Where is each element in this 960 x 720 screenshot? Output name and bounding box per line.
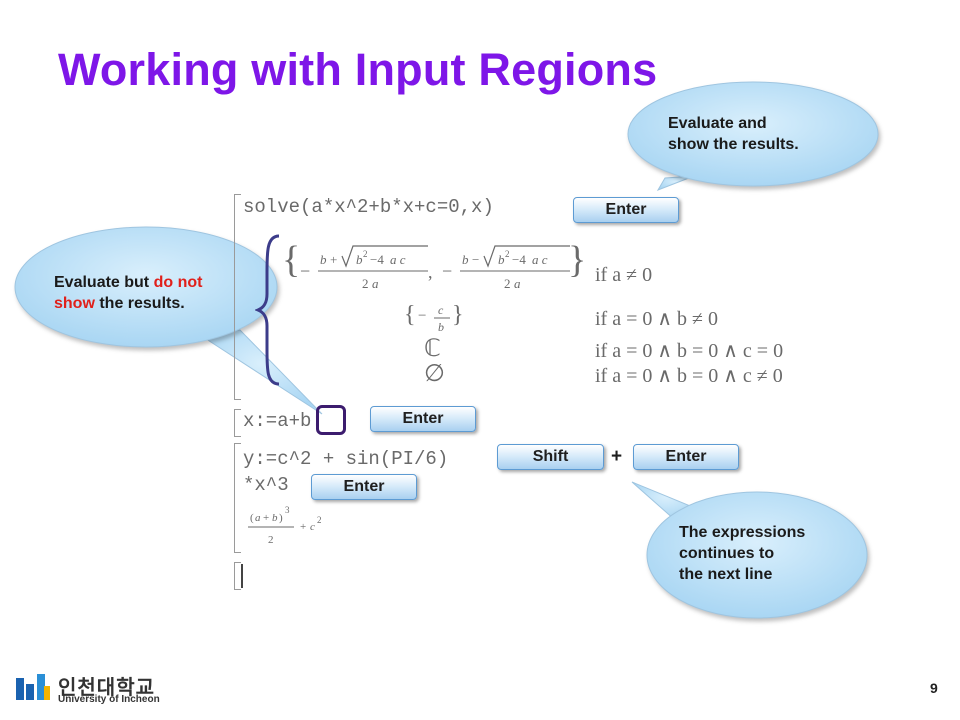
svg-text:−4: −4 bbox=[512, 252, 526, 267]
slide-title: Working with Input Regions bbox=[58, 44, 658, 95]
empty-set-symbol: ∅ bbox=[424, 361, 445, 387]
svg-text:b: b bbox=[356, 252, 363, 267]
callout-continue-text: The expressions continues to the next li… bbox=[679, 522, 805, 585]
case3-condition: if a = 0 ∧ b = 0 ∧ c = 0 bbox=[595, 340, 784, 362]
enter-key-assign[interactable]: Enter bbox=[370, 406, 476, 432]
y-output-expression: ( a + b ) 3 2 + c 2 bbox=[248, 505, 322, 546]
svg-text:−4: −4 bbox=[370, 252, 384, 267]
comma: , bbox=[428, 262, 433, 282]
svg-text:2: 2 bbox=[317, 515, 322, 525]
plus-sign: + bbox=[611, 446, 623, 467]
enter-key-y[interactable]: Enter bbox=[633, 444, 739, 470]
page-number: 9 bbox=[930, 680, 938, 696]
case4-condition: if a = 0 ∧ b = 0 ∧ c ≠ 0 bbox=[595, 365, 783, 387]
case2-condition: if a = 0 ∧ b ≠ 0 bbox=[595, 308, 718, 330]
enter-key-continue[interactable]: Enter bbox=[311, 474, 417, 500]
callout-evaluate-hide-text: Evaluate but do not show the results. bbox=[54, 272, 202, 314]
svg-text:+: + bbox=[263, 512, 269, 524]
svg-text:c: c bbox=[310, 521, 315, 533]
university-name-english: University of Incheon bbox=[58, 694, 160, 705]
case1-condition: if a ≠ 0 bbox=[595, 264, 653, 286]
svg-text:b: b bbox=[498, 252, 505, 267]
svg-text:a: a bbox=[514, 276, 521, 291]
complex-numbers-symbol: ℂ bbox=[424, 336, 441, 362]
svg-text:2: 2 bbox=[362, 276, 369, 291]
callout-line: show the results. bbox=[668, 136, 799, 153]
svg-text:c: c bbox=[438, 303, 444, 317]
svg-text:a c: a c bbox=[532, 252, 548, 267]
svg-text:(: ( bbox=[250, 512, 254, 524]
region-bracket-y bbox=[234, 443, 241, 553]
set-brace-open: { bbox=[282, 239, 301, 281]
minus-sign: − bbox=[300, 261, 311, 281]
set-brace-close: } bbox=[568, 239, 587, 281]
svg-text:b: b bbox=[438, 320, 444, 334]
set-brace-open: { bbox=[404, 302, 416, 328]
assign-input[interactable]: x:=a+b: bbox=[243, 410, 323, 432]
svg-text:2: 2 bbox=[363, 249, 368, 259]
callout-line: The expressions bbox=[679, 524, 806, 541]
solve-input[interactable]: solve(a*x^2+b*x+c=0,x) bbox=[243, 196, 494, 218]
minus-sign: − bbox=[442, 261, 453, 281]
callout-evaluate-show-text: Evaluate and show the results. bbox=[668, 113, 799, 155]
fraction-c-over-b: c b bbox=[434, 303, 450, 334]
callout-highlight: do not bbox=[153, 274, 203, 291]
root-fraction-2: b − b 2 −4 a c 2 a bbox=[460, 245, 570, 291]
minus-sign: − bbox=[418, 308, 427, 324]
svg-text:a c: a c bbox=[390, 252, 406, 267]
svg-text:b: b bbox=[272, 512, 278, 524]
region-bracket-solve bbox=[234, 194, 241, 400]
svg-text:a: a bbox=[255, 512, 261, 524]
enter-key-solve[interactable]: Enter bbox=[573, 197, 679, 223]
callout-continue bbox=[631, 481, 868, 619]
svg-text:2: 2 bbox=[504, 276, 511, 291]
shift-key[interactable]: Shift bbox=[497, 444, 604, 470]
svg-text:−: − bbox=[472, 252, 479, 267]
callout-line: Evaluate and bbox=[668, 115, 767, 132]
callout-evaluate-show bbox=[627, 81, 879, 191]
text-cursor bbox=[241, 564, 243, 588]
callout-line: the results. bbox=[94, 295, 185, 312]
region-bracket-assign bbox=[234, 409, 241, 437]
set-brace-close: } bbox=[452, 302, 464, 328]
callout-line: the next line bbox=[679, 566, 773, 583]
svg-text:2: 2 bbox=[268, 534, 274, 546]
svg-text:b: b bbox=[462, 252, 469, 267]
svg-text:): ) bbox=[279, 512, 283, 524]
callout-highlight: show bbox=[54, 295, 95, 312]
region-bracket-empty bbox=[234, 562, 241, 590]
callout-line: continues to bbox=[679, 545, 775, 562]
university-logo-icon bbox=[16, 672, 52, 702]
svg-text:3: 3 bbox=[285, 505, 290, 515]
y-input-line1[interactable]: y:=c^2 + sin(PI/6) bbox=[243, 448, 449, 470]
cursor-highlight-box bbox=[316, 405, 346, 435]
callout-line: Evaluate but bbox=[54, 274, 154, 291]
svg-text:+: + bbox=[300, 521, 306, 533]
root-fraction-1: b + b 2 −4 a c 2 a bbox=[318, 245, 428, 291]
piecewise-brace bbox=[255, 234, 280, 386]
callout-evaluate-hide bbox=[14, 226, 323, 415]
svg-text:+: + bbox=[330, 252, 337, 267]
svg-text:b: b bbox=[320, 252, 327, 267]
y-input-line2[interactable]: *x^3 bbox=[243, 474, 289, 496]
svg-text:a: a bbox=[372, 276, 379, 291]
svg-text:2: 2 bbox=[505, 249, 510, 259]
university-name-korean: 인천대학교 bbox=[58, 677, 155, 699]
